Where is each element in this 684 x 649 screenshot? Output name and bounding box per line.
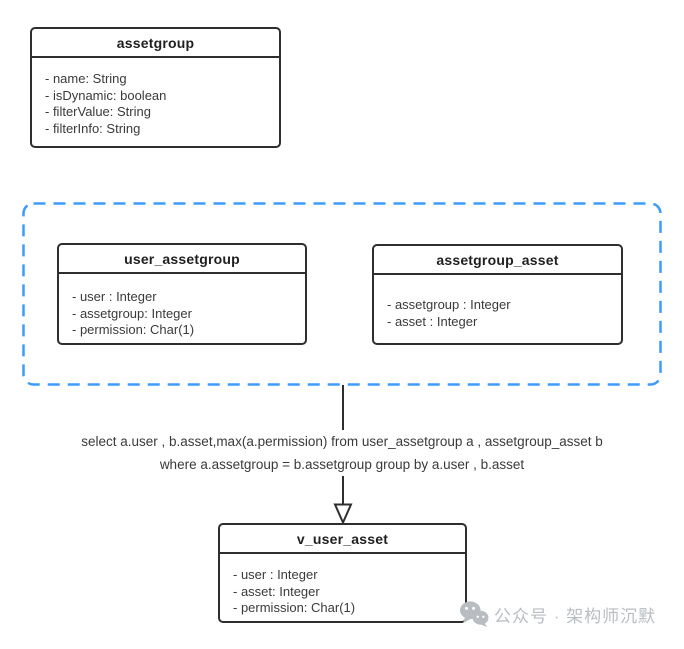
class-box-user-assetgroup: user_assetgroup - user : Integer - asset…	[57, 243, 307, 345]
class-box-assetgroup-asset: assetgroup_asset - assetgroup : Integer …	[372, 244, 623, 345]
class-fields-user-assetgroup: - user : Integer - assetgroup: Integer -…	[59, 274, 305, 347]
class-field: - filterValue: String	[45, 104, 151, 119]
group-dashed-container	[22, 202, 662, 386]
sql-annotation-line1: select a.user , b.asset,max(a.permission…	[78, 430, 606, 453]
class-field: - permission: Char(1)	[233, 600, 356, 615]
class-field: - name: String	[45, 71, 127, 86]
class-field: - filterInfo: String	[45, 120, 141, 136]
class-field: - user : Integer	[72, 289, 157, 304]
sql-annotation-line2: where a.assetgroup = b.assetgroup group …	[156, 453, 528, 476]
class-fields-assetgroup: - name: String - isDynamic: boolean - fi…	[32, 58, 279, 145]
class-field: - asset : Integer	[387, 313, 478, 329]
watermark-text: 公众号 · 架构师沉默	[494, 606, 657, 626]
class-field: - assetgroup : Integer	[387, 297, 511, 312]
arrow-head-icon	[333, 503, 353, 524]
class-field: - asset: Integer	[233, 583, 320, 599]
class-field: - permission: Char(1)	[72, 322, 195, 337]
class-fields-v-user-asset: - user : Integer - asset: Integer - perm…	[220, 554, 465, 625]
class-title-assetgroup: assetgroup	[32, 29, 279, 58]
watermark: 公众号 · 架构师沉默	[459, 600, 656, 628]
class-box-assetgroup: assetgroup - name: String - isDynamic: b…	[30, 27, 281, 148]
class-title-assetgroup-asset: assetgroup_asset	[374, 246, 621, 275]
sql-annotation: select a.user , b.asset,max(a.permission…	[0, 430, 684, 476]
class-title-user-assetgroup: user_assetgroup	[59, 245, 305, 274]
wechat-icon	[460, 601, 489, 628]
class-field: - user : Integer	[233, 567, 318, 582]
class-field: - isDynamic: boolean	[45, 87, 167, 103]
class-title-v-user-asset: v_user_asset	[220, 525, 465, 554]
class-fields-assetgroup-asset: - assetgroup : Integer - asset : Integer	[374, 275, 621, 338]
class-field: - assetgroup: Integer	[72, 305, 192, 321]
class-box-v-user-asset: v_user_asset - user : Integer - asset: I…	[218, 523, 467, 623]
